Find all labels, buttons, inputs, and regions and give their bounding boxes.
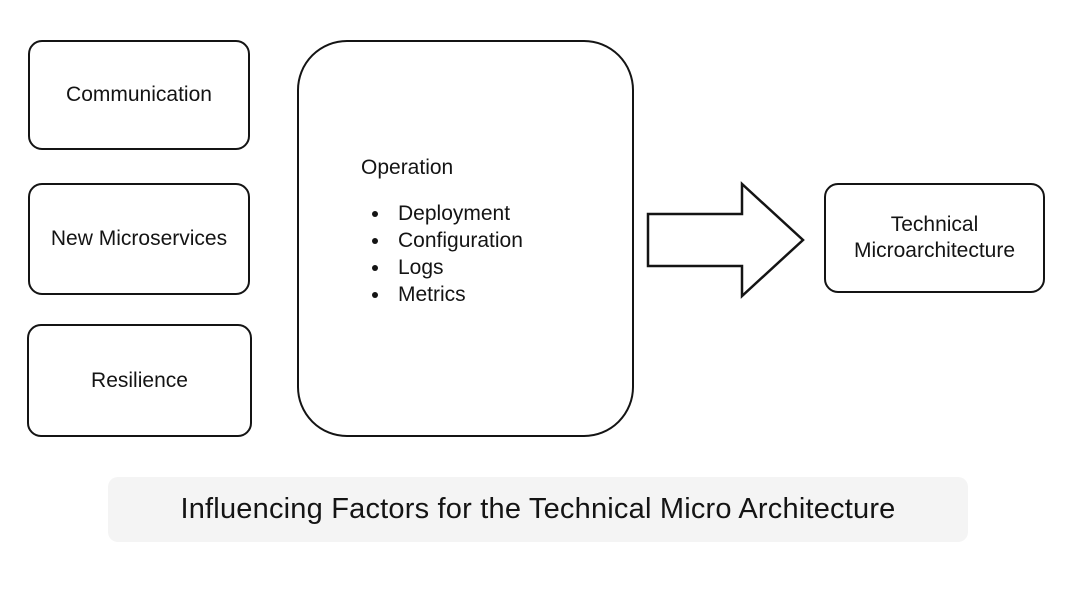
operation-list: Deployment Configuration Logs Metrics [361,200,612,308]
result-box-label: Technical Microarchitecture [853,213,1016,262]
operation-title: Operation [361,156,454,179]
operation-list-item: Deployment [391,200,612,227]
operation-list-item: Logs [391,254,612,281]
factor-box-resilience: Resilience [27,324,252,437]
factor-box-label: New Microservices [50,227,228,250]
operation-list-item: Metrics [391,281,612,308]
factor-box-label: Communication [66,83,212,106]
operation-box: Operation Deployment Configuration Logs … [297,40,634,437]
block-arrow-right-icon [646,181,805,299]
factor-box-new-microservices: New Microservices [28,183,250,295]
caption-text: Influencing Factors for the Technical Mi… [180,493,896,525]
factor-box-communication: Communication [28,40,250,150]
operation-list-item: Configuration [391,227,612,254]
factor-box-label: Resilience [91,368,188,392]
result-box-technical-microarchitecture: Technical Microarchitecture [824,183,1045,293]
diagram-caption: Influencing Factors for the Technical Mi… [108,477,968,542]
